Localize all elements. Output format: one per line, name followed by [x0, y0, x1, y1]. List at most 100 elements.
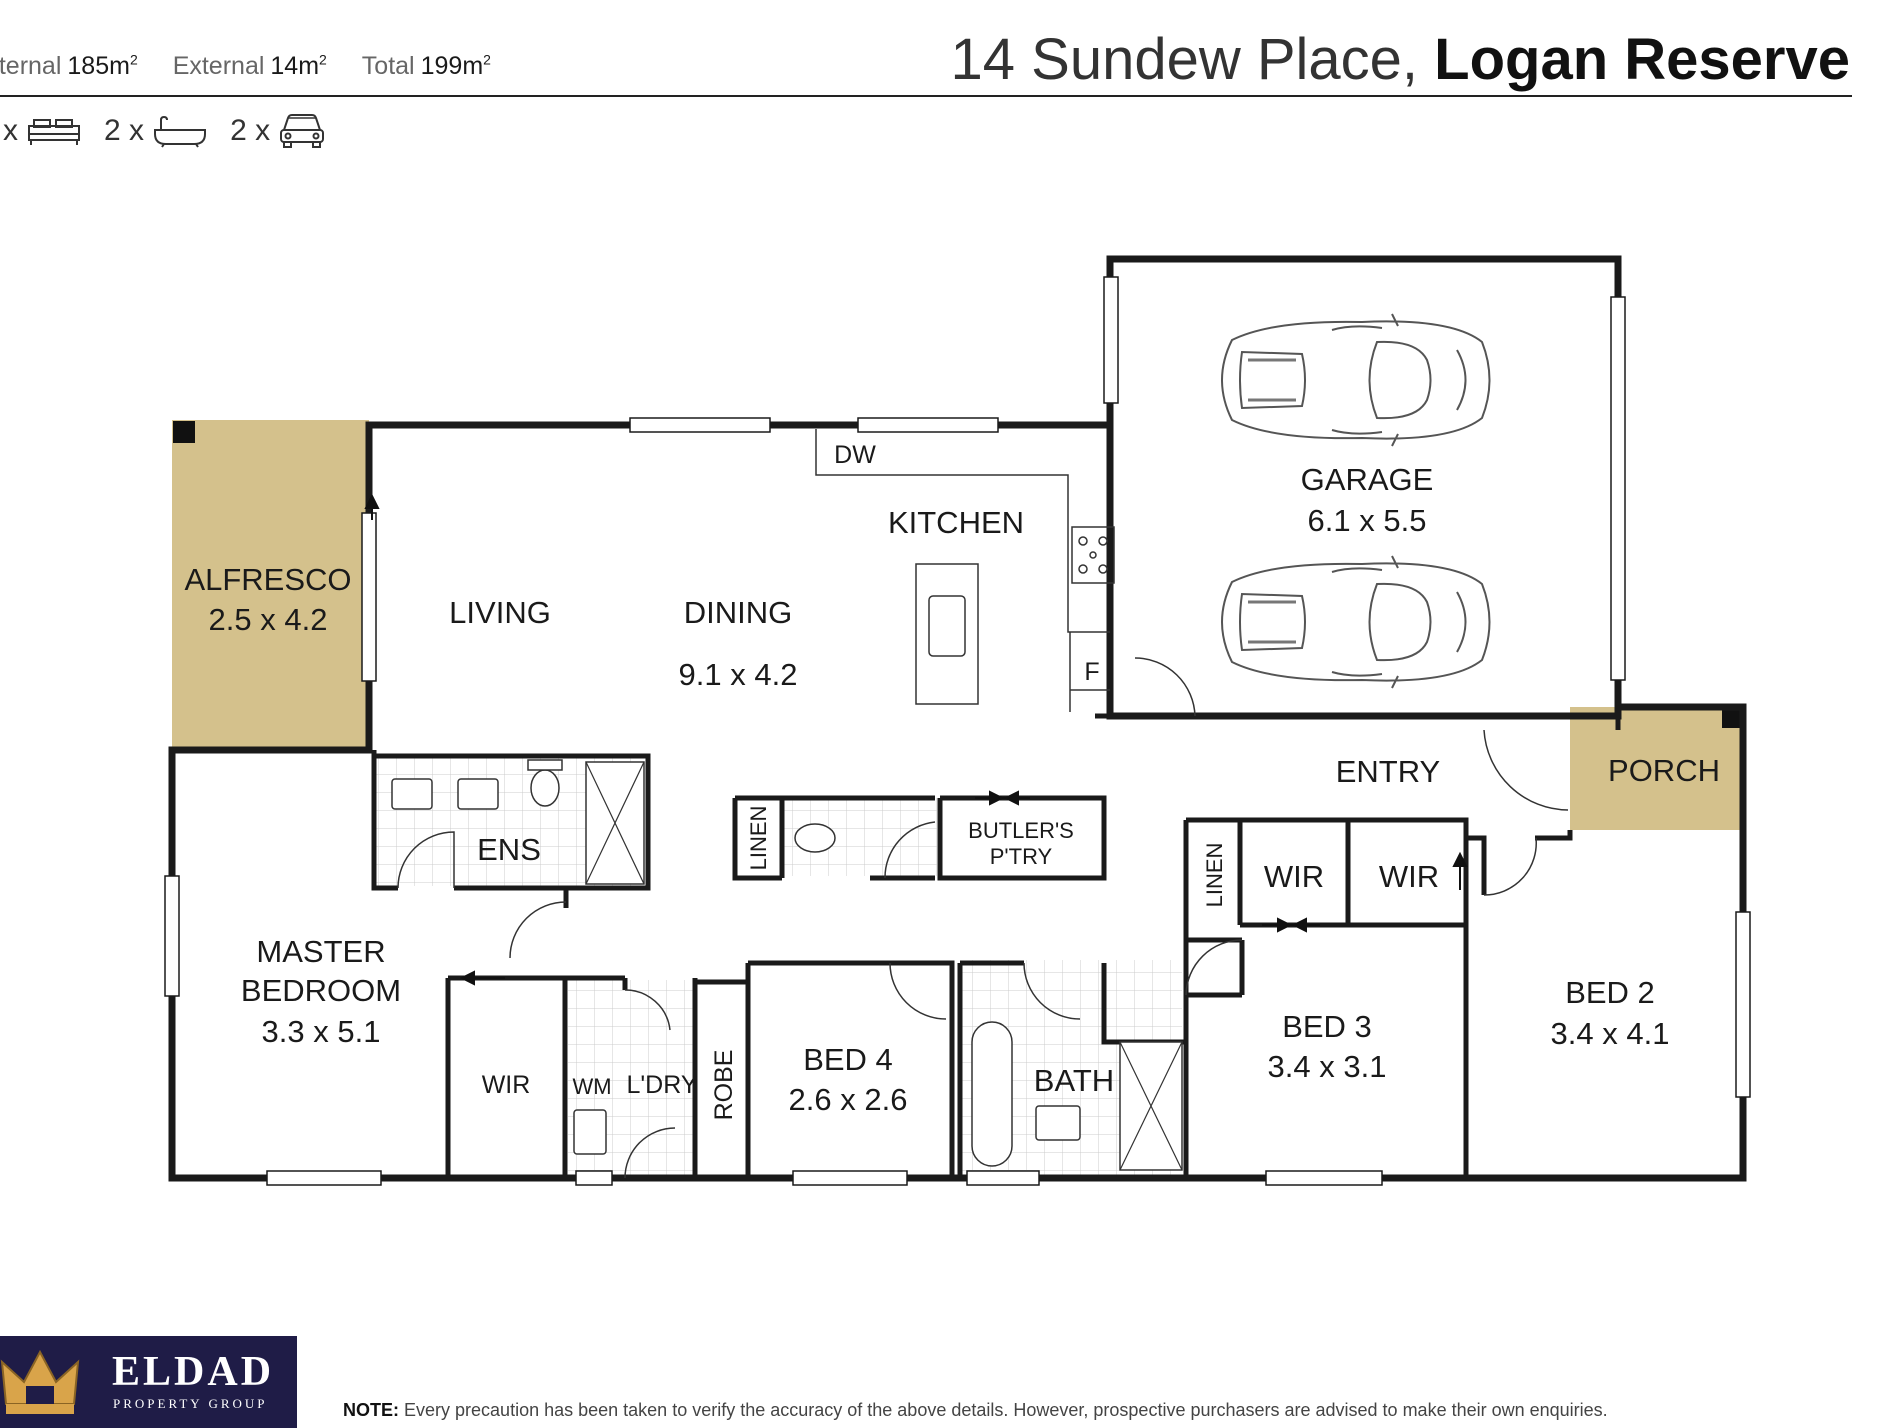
- master-door-swing: [509, 901, 567, 959]
- dishwasher-label: DW: [834, 441, 876, 469]
- bathtub: [971, 1021, 1013, 1167]
- wc-linen-walls: [732, 795, 935, 881]
- washing-machine-label: WM: [572, 1074, 611, 1099]
- property-address: 14 Sundew Place, Logan Reserve: [951, 26, 1851, 93]
- laundry-tub: [573, 1109, 607, 1155]
- bath-window: [966, 1170, 1040, 1186]
- bathrooms-count: 2 x: [104, 114, 145, 147]
- butlers-arrowhead: [989, 790, 1019, 806]
- wir-label-1: WIR: [1264, 859, 1324, 894]
- laundry-label: L'DRY: [626, 1071, 697, 1099]
- note-label: NOTE:: [343, 1400, 399, 1420]
- total-area-value: 199m2: [420, 52, 491, 81]
- butlers-pantry-label-2: P'TRY: [990, 844, 1053, 869]
- garage-entry-wall: [1095, 713, 1621, 730]
- kitchen-label: KITCHEN: [888, 505, 1024, 540]
- external-area-label: External: [172, 52, 265, 81]
- kitchen-window: [857, 417, 999, 433]
- ensuite-toilet-cistern: [527, 759, 563, 771]
- internal-area-label: Internal: [0, 52, 62, 81]
- master-wir-label: WIR: [482, 1071, 531, 1099]
- kitchen-sink: [928, 595, 966, 657]
- laundry-door: [575, 1170, 613, 1186]
- bed4-size: 2.6 x 2.6: [789, 1082, 908, 1117]
- bed3-size: 3.4 x 3.1: [1268, 1049, 1387, 1084]
- master-window-bottom: [266, 1170, 382, 1186]
- ensuite-label: ENS: [477, 832, 541, 867]
- bed2-size: 3.4 x 4.1: [1551, 1016, 1670, 1051]
- bath-vanity-basin: [1035, 1105, 1081, 1141]
- bed2-label: BED 2: [1565, 975, 1655, 1010]
- note-text: Every precaution has been taken to verif…: [404, 1400, 1608, 1420]
- alfresco-area: [172, 420, 369, 748]
- linen-label-1: LINEN: [746, 806, 771, 871]
- disclaimer-note: NOTE: Every precaution has been taken to…: [343, 1400, 1608, 1421]
- bed4-window: [792, 1170, 908, 1186]
- fridge-label: F: [1084, 658, 1099, 686]
- dining-label: DINING: [684, 595, 793, 630]
- alfresco-door: [361, 512, 377, 682]
- butlers-walls: [937, 795, 1107, 881]
- carparks-feature: 2 x: [230, 112, 326, 150]
- linen-label-2: LINEN: [1202, 843, 1227, 908]
- robe-bed4-walls: [695, 960, 955, 1178]
- garage-entry-door-swing: [1134, 657, 1196, 717]
- ensuite-toilet: [530, 769, 560, 807]
- feature-summary: 4 x 2 x 2 x: [0, 112, 348, 150]
- master-bedroom-label-1: MASTER: [256, 934, 385, 969]
- bed3-window: [1265, 1170, 1383, 1186]
- logo-wordmark: ELDAD: [112, 1349, 275, 1395]
- bed3-wir-arrowhead: [1277, 917, 1307, 933]
- cooktop-burner: [1098, 564, 1108, 574]
- alfresco-label: ALFRESCO: [184, 562, 351, 597]
- master-bedroom-size: 3.3 x 5.1: [262, 1014, 381, 1049]
- car-icon: [280, 114, 325, 148]
- bed-icon: [28, 119, 81, 145]
- address-suburb: Logan Reserve: [1434, 27, 1850, 92]
- eldad-logo: ELDAD PROPERTY GROUP: [0, 1336, 297, 1428]
- bed4-door-swing: [889, 962, 947, 1020]
- bed2-window: [1735, 911, 1751, 1098]
- wc-toilet: [794, 823, 836, 853]
- fridge-space: [1069, 632, 1110, 712]
- bed3-door-swing: [1185, 939, 1243, 996]
- bath-shower-cross: [1119, 1041, 1183, 1171]
- internal-area-value: 185m2: [67, 52, 138, 81]
- living-window: [629, 417, 771, 433]
- master-bedroom-label-2: BEDROOM: [241, 973, 401, 1008]
- porch-area: [1570, 707, 1743, 830]
- bed3-label: BED 3: [1282, 1009, 1372, 1044]
- garage-car-top: [1220, 312, 1491, 448]
- kitchen-bench: [815, 429, 1110, 633]
- bed2-walls: [1463, 830, 1573, 1178]
- external-walls: [168, 255, 1747, 1182]
- alfresco-post: [173, 421, 195, 443]
- front-door-swing: [1483, 729, 1569, 811]
- garage-door: [1610, 296, 1626, 681]
- wir-linen-walls: [1183, 817, 1469, 940]
- living-label: LIVING: [449, 595, 551, 630]
- header-divider: [0, 95, 1852, 97]
- bathrooms-feature: 2 x: [104, 114, 208, 148]
- carparks-count: 2 x: [230, 114, 271, 147]
- kitchen-island: [915, 563, 979, 705]
- cooktop-burner: [1089, 551, 1097, 559]
- porch-post: [1722, 708, 1742, 728]
- robe-label: ROBE: [710, 1050, 738, 1121]
- cooktop: [1071, 526, 1115, 584]
- bath-label: BATH: [1034, 1063, 1114, 1098]
- bedrooms-feature: 4 x: [0, 114, 82, 148]
- logo-subtitle: PROPERTY GROUP: [113, 1396, 268, 1411]
- bed3-walls: [1183, 937, 1245, 1178]
- alfresco-slide-arrowhead: [364, 493, 380, 509]
- garage-label: GARAGE: [1301, 462, 1434, 497]
- ensuite-shower-cross: [585, 761, 645, 885]
- address-street: 14 Sundew Place,: [950, 27, 1419, 92]
- ensuite-walls: [371, 750, 651, 900]
- porch-label: PORCH: [1608, 753, 1720, 788]
- bath-icon: [154, 115, 207, 148]
- total-area-label: Total: [361, 52, 415, 81]
- garage-size: 6.1 x 5.5: [1308, 503, 1427, 538]
